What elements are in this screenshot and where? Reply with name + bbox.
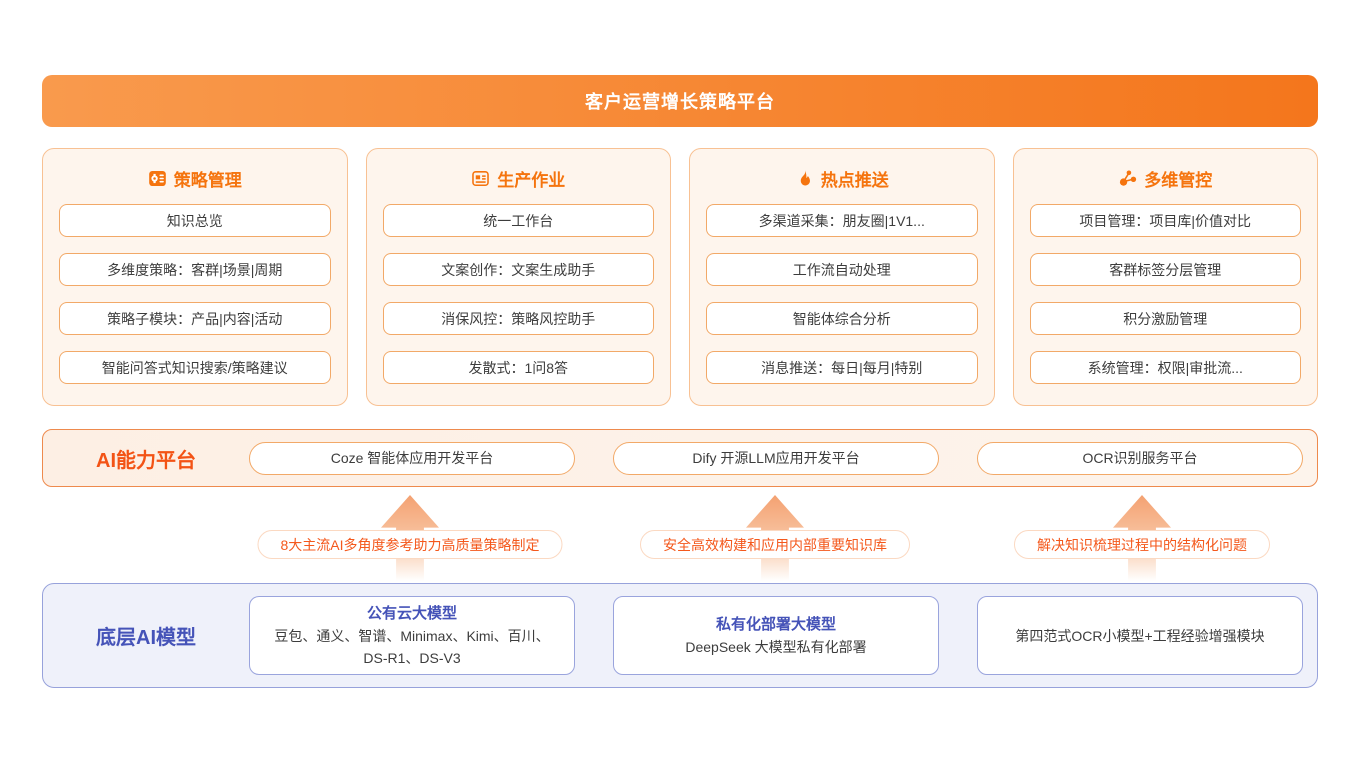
card-public-cloud-models: 公有云大模型 豆包、通义、智谱、Minimax、Kimi、百川、DS-R1、DS… — [249, 596, 575, 675]
module-box: 知识总览 — [59, 204, 331, 237]
module-box: 多渠道采集：朋友圈|1V1... — [706, 204, 978, 237]
arrow-notes-band: 8大主流AI多角度参考助力高质量策略制定 安全高效构建和应用内部重要知识库 解决… — [42, 487, 1318, 583]
module-box: 系统管理：权限|审批流... — [1029, 351, 1301, 384]
card-title: 公有云大模型 — [366, 605, 457, 622]
card-body: 豆包、通义、智谱、Minimax、Kimi、百川、DS-R1、DS-V3 — [274, 628, 550, 666]
card-private-deployment: 私有化部署大模型 DeepSeek 大模型私有化部署 — [613, 596, 939, 675]
network-icon — [1118, 169, 1137, 188]
platform-pill-coze: Coze 智能体应用开发平台 — [249, 441, 575, 475]
platform-pill-ocr: OCR识别服务平台 — [977, 441, 1303, 475]
module-box: 策略子模块：产品|内容|活动 — [59, 302, 331, 335]
module-box: 智能体综合分析 — [706, 302, 978, 335]
panel-multidim-control: 多维管控 项目管理：项目库|价值对比 客群标签分层管理 积分激励管理 系统管理：… — [1012, 148, 1318, 406]
panel-title: 热点推送 — [820, 170, 889, 190]
panel-production-work: 生产作业 统一工作台 文案创作：文案生成助手 消保风控：策略风控助手 发散式：1… — [365, 148, 671, 406]
base-model-label: 底层AI模型 — [96, 627, 196, 649]
ai-platform-label: AI能力平台 — [96, 449, 196, 472]
arrow-note: 安全高效构建和应用内部重要知识库 — [640, 530, 910, 559]
base-model-row: 底层AI模型 公有云大模型 豆包、通义、智谱、Minimax、Kimi、百川、D… — [42, 583, 1318, 688]
module-box: 消保风控：策略风控助手 — [382, 302, 654, 335]
arrow-note: 解决知识梳理过程中的结构化问题 — [1014, 530, 1270, 559]
module-box: 智能问答式知识搜索/策略建议 — [59, 351, 331, 384]
panel-title: 策略管理 — [173, 170, 242, 190]
base-model-cards: 公有云大模型 豆包、通义、智谱、Minimax、Kimi、百川、DS-R1、DS… — [249, 596, 1303, 675]
ai-platform-row: AI能力平台 Coze 智能体应用开发平台 Dify 开源LLM应用开发平台 O… — [42, 429, 1318, 487]
platform-pill-dify: Dify 开源LLM应用开发平台 — [613, 441, 939, 475]
capability-columns: 策略管理 知识总览 多维度策略：客群|场景|周期 策略子模块：产品|内容|活动 … — [42, 148, 1318, 406]
gear-list-icon — [148, 169, 167, 188]
arrow-note-group: 安全高效构建和应用内部重要知识库 — [595, 487, 955, 583]
workbench-icon — [471, 169, 490, 188]
panel-header: 多维管控 — [1030, 163, 1302, 193]
panel-hot-topic-push: 热点推送 多渠道采集：朋友圈|1V1... 工作流自动处理 智能体综合分析 消息… — [689, 148, 995, 406]
card-title: 私有化部署大模型 — [715, 616, 836, 633]
arrow-note: 8大主流AI多角度参考助力高质量策略制定 — [257, 530, 563, 559]
panel-header: 生产作业 — [383, 163, 655, 193]
module-box: 统一工作台 — [382, 204, 654, 237]
panel-title: 多维管控 — [1144, 170, 1213, 190]
panel-header: 热点推送 — [706, 163, 978, 193]
card-body: 第四范式OCR小模型+工程经验增强模块 — [1015, 627, 1265, 644]
module-box: 多维度策略：客群|场景|周期 — [59, 253, 331, 286]
module-box: 消息推送：每日|每月|特别 — [706, 351, 978, 384]
flame-icon — [795, 169, 814, 188]
page-title: 客户运营增长策略平台 — [42, 75, 1318, 127]
panel-title: 生产作业 — [497, 170, 566, 190]
card-ocr-model: 第四范式OCR小模型+工程经验增强模块 — [977, 596, 1303, 675]
module-box: 积分激励管理 — [1029, 302, 1301, 335]
module-box: 工作流自动处理 — [706, 253, 978, 286]
module-box: 文案创作：文案生成助手 — [382, 253, 654, 286]
arrow-note-group: 解决知识梳理过程中的结构化问题 — [962, 487, 1322, 583]
arrow-note-group: 8大主流AI多角度参考助力高质量策略制定 — [230, 487, 590, 583]
module-box: 项目管理：项目库|价值对比 — [1029, 204, 1301, 237]
card-body: DeepSeek 大模型私有化部署 — [685, 639, 867, 655]
ai-platform-pills: Coze 智能体应用开发平台 Dify 开源LLM应用开发平台 OCR识别服务平… — [249, 441, 1303, 475]
panel-header: 策略管理 — [59, 163, 331, 193]
module-box: 发散式：1问8答 — [382, 351, 654, 384]
panel-strategy-management: 策略管理 知识总览 多维度策略：客群|场景|周期 策略子模块：产品|内容|活动 … — [42, 148, 348, 406]
module-box: 客群标签分层管理 — [1029, 253, 1301, 286]
